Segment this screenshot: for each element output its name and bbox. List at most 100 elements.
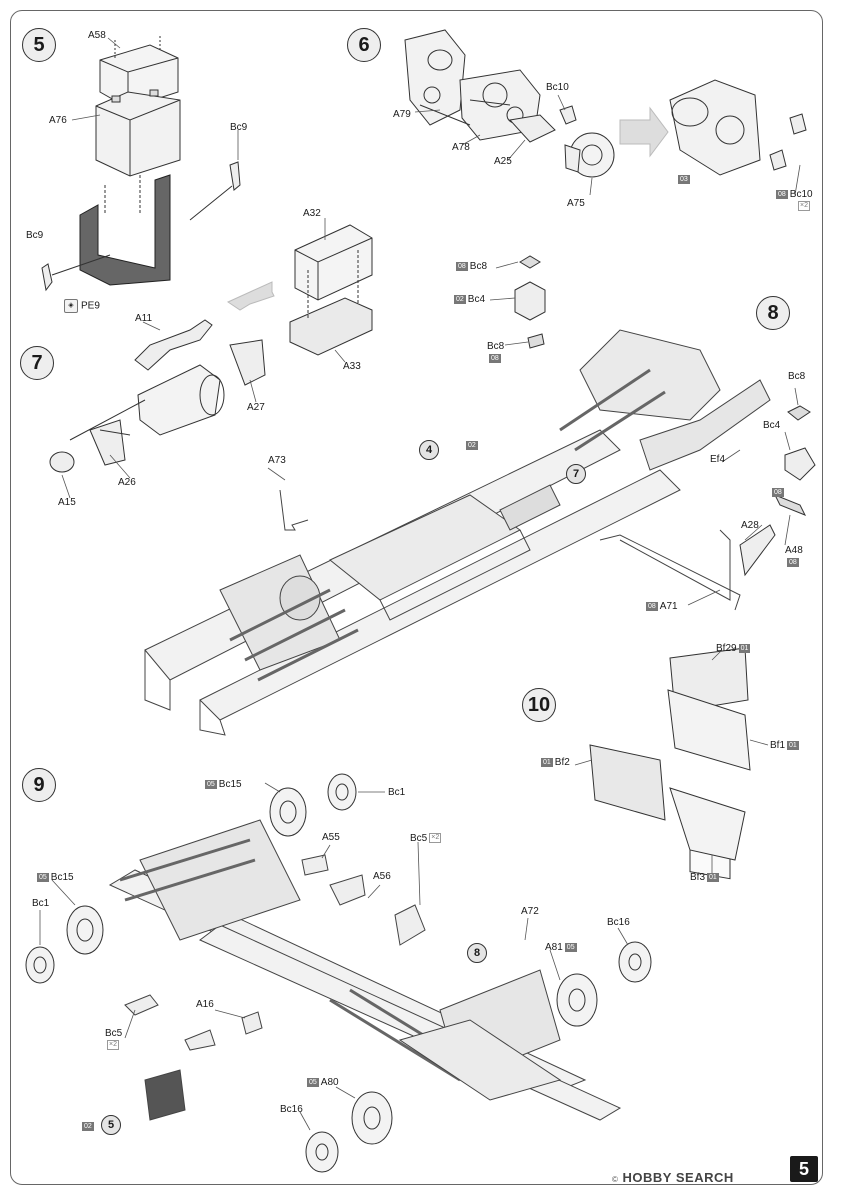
starter-drawing — [49, 319, 266, 473]
bf3-text: Bf3 — [690, 872, 706, 883]
watermark-text: HOBBY SEARCH — [622, 1170, 734, 1185]
sprue-tag: 01 — [738, 643, 751, 653]
quantity-multiplier: ×2 — [429, 833, 442, 844]
sprue-tag: 08 — [456, 261, 468, 271]
bf29-text: Bf29 — [716, 643, 737, 654]
bc4-bc8-drawing — [514, 255, 816, 577]
step9-chassis-drawing — [108, 819, 622, 1121]
part-label-A27: A27 — [247, 402, 265, 413]
sprue-tag: 02 — [466, 440, 478, 450]
ref-step-4-marker: 4 — [419, 440, 439, 460]
sprue-tag: 01 — [787, 740, 799, 750]
battery-drawing — [41, 36, 241, 292]
part-label-Bc8: Bc8 — [788, 371, 806, 382]
part-label-Ef4: Ef4 — [710, 454, 726, 465]
part-label-A75: A75 — [567, 198, 585, 209]
sprue-tag: 02 — [454, 294, 466, 304]
a81-text: A81 — [545, 942, 563, 953]
sprue-tag: 08 — [646, 601, 658, 611]
step-7-marker: 7 — [20, 346, 54, 380]
part-label-Bc5-x2: Bc5×2 — [410, 833, 442, 845]
chassis-frame-drawing — [144, 329, 771, 736]
sprue-tag: 01 — [541, 757, 553, 767]
part-label-Bc1: Bc1 — [32, 898, 50, 909]
step-8-marker: 8 — [756, 296, 790, 330]
part-label-A78: A78 — [452, 142, 470, 153]
part-label-Bc1: Bc1 — [388, 787, 406, 798]
bc15-text: Bc15 — [218, 779, 242, 790]
sprue-tag-08: 08 — [770, 487, 786, 499]
ref-step-5-marker: 5 — [101, 1115, 121, 1135]
pe9-text: PE9 — [81, 300, 100, 312]
quantity-multiplier: ×2 — [798, 201, 810, 212]
part-label-A16: A16 — [196, 999, 214, 1010]
sprue-tag-02: 02 — [464, 440, 480, 452]
part-label-A56: A56 — [373, 871, 391, 882]
a80-text: A80 — [320, 1077, 339, 1088]
bc5-text: Bc5 — [105, 1028, 123, 1039]
part-label-A58: A58 — [88, 30, 106, 41]
step-9-marker: 9 — [22, 768, 56, 802]
bf1-text: Bf1 — [770, 740, 786, 751]
sprue-tag: 05 — [205, 779, 217, 789]
part-label-A55: A55 — [322, 832, 340, 843]
part-label-A32: A32 — [303, 208, 321, 219]
watermark: © HOBBY SEARCH — [612, 1170, 734, 1185]
transfer-case-drawing — [404, 29, 807, 178]
part-label-A72: A72 — [521, 906, 539, 917]
part-label-Bc9: Bc9 — [26, 230, 44, 241]
part-label-Bc9: Bc9 — [230, 122, 248, 133]
ref-step-7-marker: 7 — [566, 464, 586, 484]
sprue-tag: 03 — [678, 174, 690, 184]
fuel-tank-drawing — [226, 224, 373, 356]
part-label-Bc16: Bc16 — [280, 1104, 303, 1115]
photo-etch-icon: ◈ — [64, 299, 78, 313]
bf2-text: Bf2 — [554, 757, 570, 768]
bc4-text: Bc4 — [467, 294, 486, 305]
ref-step-8-marker: 8 — [467, 943, 487, 963]
part-label-PE9: ◈PE9 — [64, 299, 100, 313]
sprue-tag: 08 — [489, 353, 501, 363]
step-5-marker: 5 — [22, 28, 56, 62]
part-label-A11: A11 — [135, 313, 153, 324]
part-label-A73: A73 — [268, 455, 286, 466]
part-label-A79: A79 — [393, 109, 411, 120]
part-label-Bc16: Bc16 — [607, 917, 630, 928]
bc8-text: Bc8 — [487, 341, 505, 352]
sprue-tag: 05 — [37, 872, 49, 882]
brake-drums-drawing — [25, 773, 652, 1173]
a71-text: A71 — [659, 601, 678, 612]
sprue-tag-03: 03 — [676, 174, 692, 186]
leader-lines — [39, 37, 801, 1131]
part-label-A28: A28 — [741, 520, 759, 531]
radiator-drawing — [589, 647, 751, 880]
bc8-text: Bc8 — [469, 261, 488, 272]
part-label-A26: A26 — [118, 477, 136, 488]
step-10-marker: 10 — [522, 688, 556, 722]
sprue-tag-02: 02 — [80, 1121, 96, 1133]
part-label-A15: A15 — [58, 497, 76, 508]
page-number: 5 — [790, 1156, 818, 1182]
sprue-tag: 05 — [564, 942, 577, 952]
bc15-text: Bc15 — [50, 872, 74, 883]
part-label-Bc4: Bc4 — [763, 420, 781, 431]
part-label-A33: A33 — [343, 361, 361, 372]
sprue-tag: 08 — [776, 189, 788, 199]
page-frame — [10, 10, 823, 1185]
part-label-Bc5-x2: Bc5×2 — [105, 1028, 122, 1052]
part-label-Bc10: Bc10 — [546, 82, 569, 93]
sprue-tag: 05 — [307, 1077, 319, 1087]
